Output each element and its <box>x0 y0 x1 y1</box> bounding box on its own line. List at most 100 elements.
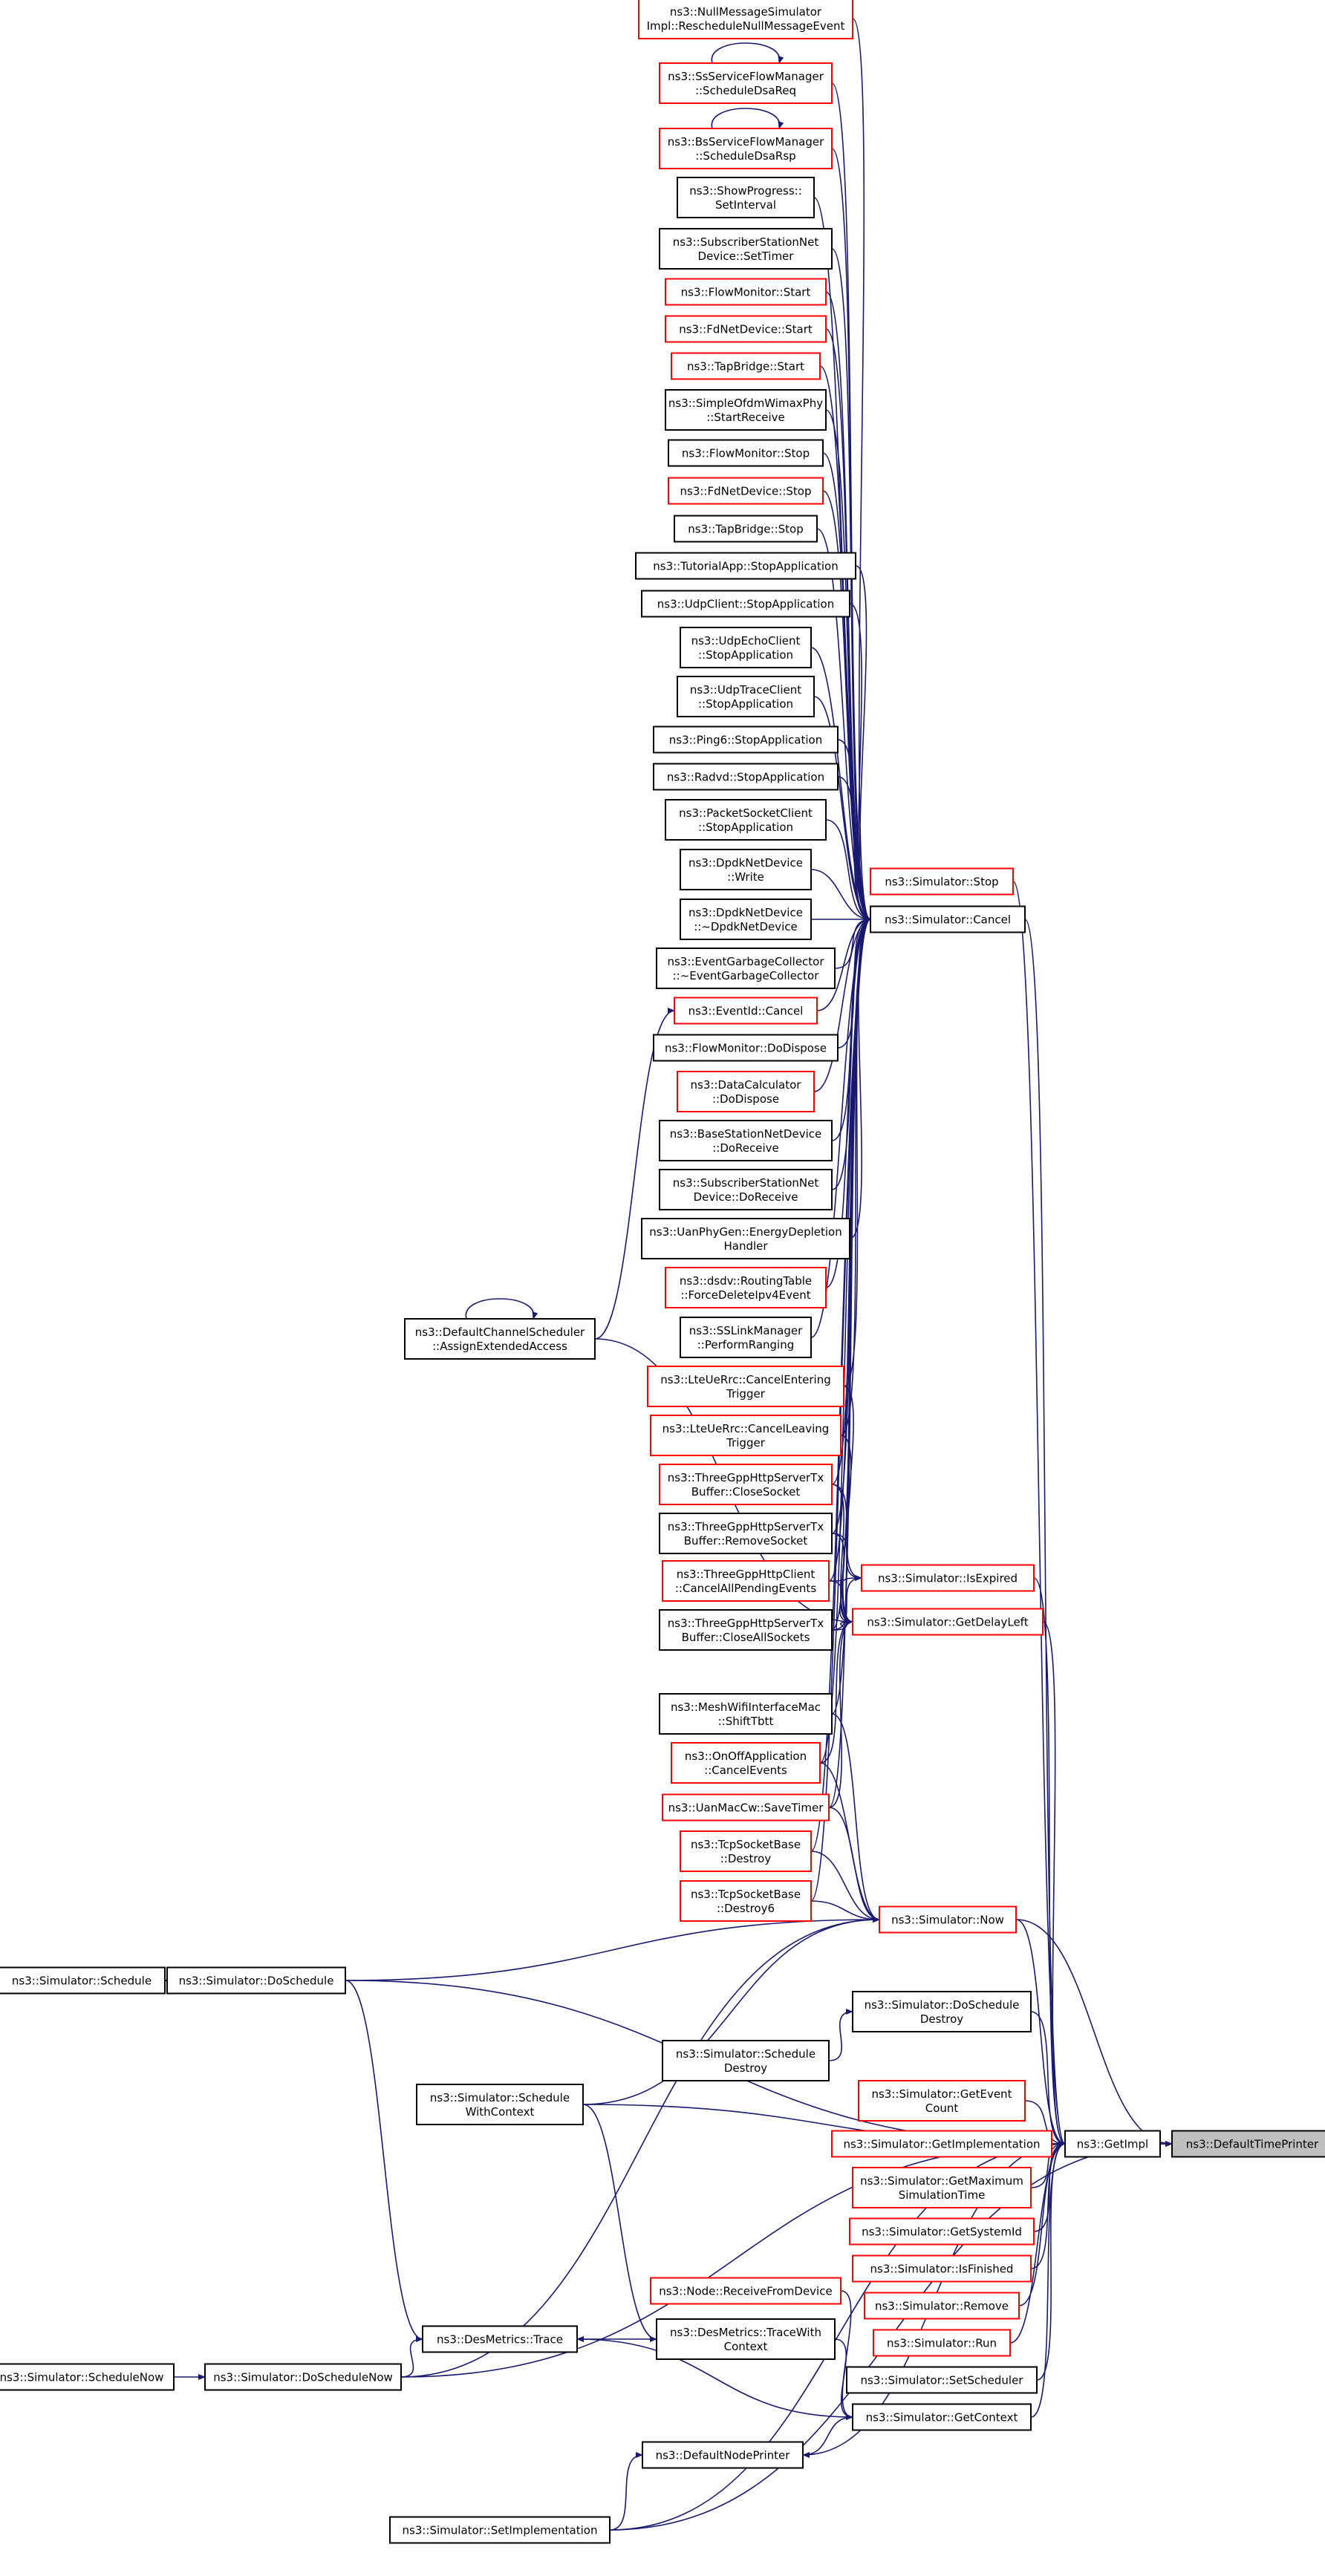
node-ns3-udpechoclient-stopapplication[interactable]: ns3::UdpEchoClient::StopApplication <box>680 627 812 668</box>
node-ns3-simulator-cancel[interactable]: ns3::Simulator::Cancel <box>870 905 1026 933</box>
node-ns3-simulator-getdelayleft[interactable]: ns3::Simulator::GetDelayLeft <box>852 1608 1044 1636</box>
node-label: ::DoDispose <box>712 1092 779 1106</box>
node-ns3-simpleofdmwimaxphy-startreceive[interactable]: ns3::SimpleOfdmWimaxPhy::StartReceive <box>665 389 827 431</box>
node-box <box>852 1991 1032 2032</box>
node-ns3-dpdknetdevice-dpdknetdevice[interactable]: ns3::DpdkNetDevice::~DpdkNetDevice <box>680 899 812 940</box>
edge-n56-to-n68 <box>802 2416 853 2458</box>
node-ns3-ping6-stopapplication[interactable]: ns3::Ping6::StopApplication <box>653 725 839 754</box>
node-box <box>642 2441 804 2469</box>
node-ns3-nullmessagesimulator-impl-reschedulenullmessageevent[interactable]: ns3::NullMessageSimulatorImpl::Reschedul… <box>638 0 853 39</box>
node-ns3-udpclient-stopapplication[interactable]: ns3::UdpClient::StopApplication <box>641 590 850 618</box>
node-ns3-simulator-schedulenow[interactable]: ns3::Simulator::ScheduleNow <box>0 2363 175 2391</box>
node-label: ns3::OnOffApplication <box>685 1750 807 1763</box>
node-ns3-simulator-now[interactable]: ns3::Simulator::Now <box>879 1905 1017 1934</box>
edge-n1-to-n1 <box>711 42 784 64</box>
node-ns3-flowmonitor-stop[interactable]: ns3::FlowMonitor::Stop <box>668 439 824 467</box>
node-box <box>668 477 824 505</box>
node-label: ns3::Simulator::DoSchedule <box>179 1975 334 1988</box>
node-box <box>879 1905 1017 1934</box>
node-ns3-defaultchannelscheduler-assignextendedaccess[interactable]: ns3::DefaultChannelScheduler::AssignExte… <box>404 1318 596 1360</box>
edge-n59-to-n59 <box>465 1298 538 1320</box>
node-label: ns3::ThreeGppHttpServerTx <box>668 1617 824 1630</box>
node-ns3-uanmaccw-savetimer[interactable]: ns3::UanMacCw::SaveTimer <box>662 1793 830 1822</box>
node-ns3-node-receivefromdevice[interactable]: ns3::Node::ReceiveFromDevice <box>650 2277 841 2305</box>
node-ns3-simulator-stop[interactable]: ns3::Simulator::Stop <box>870 867 1014 896</box>
node-label: Count <box>925 2101 959 2115</box>
node-ns3-fdnetdevice-start[interactable]: ns3::FdNetDevice::Start <box>665 315 827 343</box>
node-label: ns3::Simulator::GetSystemId <box>862 2226 1022 2239</box>
node-ns3-simulator-run[interactable]: ns3::Simulator::Run <box>873 2329 1011 2357</box>
node-ns3-threegpphttpservertx-buffer-removesocket[interactable]: ns3::ThreeGppHttpServerTxBuffer::RemoveS… <box>659 1513 833 1554</box>
node-ns3-tapbridge-start[interactable]: ns3::TapBridge::Start <box>671 352 821 380</box>
node-ns3-showprogress-setinterval[interactable]: ns3::ShowProgress::SetInterval <box>677 177 815 218</box>
node-ns3-subscriberstationnet-device-doreceive[interactable]: ns3::SubscriberStationNetDevice::DoRecei… <box>659 1169 833 1210</box>
node-ns3-defaulttimeprinter[interactable]: ns3::DefaultTimePrinter <box>1171 2130 1325 2158</box>
node-ns3-simulator-isfinished[interactable]: ns3::Simulator::IsFinished <box>852 2254 1032 2283</box>
node-ns3-simulator-schedule[interactable]: ns3::Simulator::Schedule <box>0 1966 166 1995</box>
node-ns3-ssserviceflowmanager-scheduledsareq[interactable]: ns3::SsServiceFlowManager::ScheduleDsaRe… <box>659 62 833 104</box>
node-ns3-simulator-getcontext[interactable]: ns3::Simulator::GetContext <box>852 2403 1032 2431</box>
node-label: ns3::Simulator::GetContext <box>866 2411 1018 2425</box>
node-ns3-meshwifiinterfacemac-shifttbtt[interactable]: ns3::MeshWifiInterfaceMac::ShiftTbtt <box>659 1693 833 1735</box>
node-label: ns3::FlowMonitor::Start <box>681 286 811 299</box>
node-ns3-simulator-setscheduler[interactable]: ns3::Simulator::SetScheduler <box>846 2366 1038 2394</box>
node-ns3-threegpphttpservertx-buffer-closesocket[interactable]: ns3::ThreeGppHttpServerTxBuffer::CloseSo… <box>659 1464 833 1505</box>
node-label: ns3::Simulator::DoSchedule <box>865 1998 1020 2012</box>
node-ns3-onoffapplication-cancelevents[interactable]: ns3::OnOffApplication::CancelEvents <box>671 1742 821 1784</box>
node-ns3-flowmonitor-dodispose[interactable]: ns3::FlowMonitor::DoDispose <box>653 1034 839 1062</box>
node-ns3-bsserviceflowmanager-scheduledsarsp[interactable]: ns3::BsServiceFlowManager::ScheduleDsaRs… <box>659 128 833 169</box>
node-ns3-eventgarbagecollector-eventgarbagecollector[interactable]: ns3::EventGarbageCollector::~EventGarbag… <box>656 948 836 989</box>
node-ns3-threegpphttpclient-cancelallpendingevents[interactable]: ns3::ThreeGppHttpClient::CancelAllPendin… <box>662 1560 830 1602</box>
node-ns3-tcpsocketbase-destroy[interactable]: ns3::TcpSocketBase::Destroy <box>680 1830 812 1872</box>
node-ns3-packetsocketclient-stopapplication[interactable]: ns3::PacketSocketClient::StopApplication <box>665 799 827 841</box>
node-label: ns3::DpdkNetDevice <box>688 856 803 870</box>
node-ns3-desmetrics-trace[interactable]: ns3::DesMetrics::Trace <box>422 2325 578 2353</box>
node-ns3-dsdv-routingtable-forcedeleteipv4event[interactable]: ns3::dsdv::RoutingTable::ForceDeleteIpv4… <box>665 1267 827 1308</box>
node-label: ns3::UdpClient::StopApplication <box>657 598 834 611</box>
node-ns3-subscriberstationnet-device-settimer[interactable]: ns3::SubscriberStationNetDevice::SetTime… <box>659 228 833 270</box>
node-ns3-eventid-cancel[interactable]: ns3::EventId::Cancel <box>674 997 818 1025</box>
node-label: Buffer::CloseSocket <box>691 1485 801 1499</box>
node-ns3-defaultnodeprinter[interactable]: ns3::DefaultNodePrinter <box>642 2441 804 2469</box>
node-box <box>416 2084 584 2125</box>
node-ns3-radvd-stopapplication[interactable]: ns3::Radvd::StopApplication <box>653 763 839 791</box>
node-box <box>849 2217 1035 2246</box>
node-ns3-tcpsocketbase-destroy6[interactable]: ns3::TcpSocketBase::Destroy6 <box>680 1880 812 1922</box>
node-ns3-sslinkmanager-performranging[interactable]: ns3::SSLinkManager::PerformRanging <box>680 1317 812 1358</box>
node-ns3-getimpl[interactable]: ns3::GetImpl <box>1064 2130 1161 2158</box>
node-box <box>422 2325 578 2353</box>
node-ns3-simulator-doschedule[interactable]: ns3::Simulator::DoSchedule <box>166 1966 346 1995</box>
node-label: ::CancelAllPendingEvents <box>675 1582 816 1595</box>
node-label: ns3::Simulator::Now <box>891 1914 1004 1927</box>
node-label: ns3::Simulator::GetDelayLeft <box>867 1616 1028 1629</box>
node-ns3-udptraceclient-stopapplication[interactable]: ns3::UdpTraceClient::StopApplication <box>677 676 815 717</box>
node-ns3-simulator-isexpired[interactable]: ns3::Simulator::IsExpired <box>861 1564 1035 1592</box>
node-ns3-simulator-remove[interactable]: ns3::Simulator::Remove <box>864 2292 1020 2320</box>
node-ns3-simulator-setimplementation[interactable]: ns3::Simulator::SetImplementation <box>389 2516 611 2544</box>
node-ns3-basestationnetdevice-doreceive[interactable]: ns3::BaseStationNetDevice::DoReceive <box>659 1120 833 1161</box>
edge-n56-to-n57 <box>1030 2141 1066 2418</box>
node-ns3-simulator-doschedulenow[interactable]: ns3::Simulator::DoScheduleNow <box>204 2363 402 2391</box>
node-label: ns3::Simulator::GetMaximum <box>860 2174 1023 2188</box>
node-ns3-tapbridge-stop[interactable]: ns3::TapBridge::Stop <box>674 515 818 543</box>
node-ns3-dpdknetdevice-write[interactable]: ns3::DpdkNetDevice::Write <box>680 849 812 890</box>
node-ns3-datacalculator-dodispose[interactable]: ns3::DataCalculator::DoDispose <box>677 1071 815 1112</box>
node-label: ns3::SubscriberStationNet <box>673 1176 819 1190</box>
node-ns3-tutorialapp-stopapplication[interactable]: ns3::TutorialApp::StopApplication <box>635 552 856 580</box>
node-label: ns3::Simulator::IsExpired <box>878 1572 1018 1585</box>
node-ns3-simulator-getimplementation[interactable]: ns3::Simulator::GetImplementation <box>831 2130 1052 2158</box>
node-ns3-simulator-getsystemid[interactable]: ns3::Simulator::GetSystemId <box>849 2217 1035 2246</box>
node-ns3-fdnetdevice-stop[interactable]: ns3::FdNetDevice::Stop <box>668 477 824 505</box>
node-ns3-threegpphttpservertx-buffer-closeallsockets[interactable]: ns3::ThreeGppHttpServerTxBuffer::CloseAl… <box>659 1609 833 1651</box>
node-ns3-flowmonitor-start[interactable]: ns3::FlowMonitor::Start <box>665 278 827 306</box>
